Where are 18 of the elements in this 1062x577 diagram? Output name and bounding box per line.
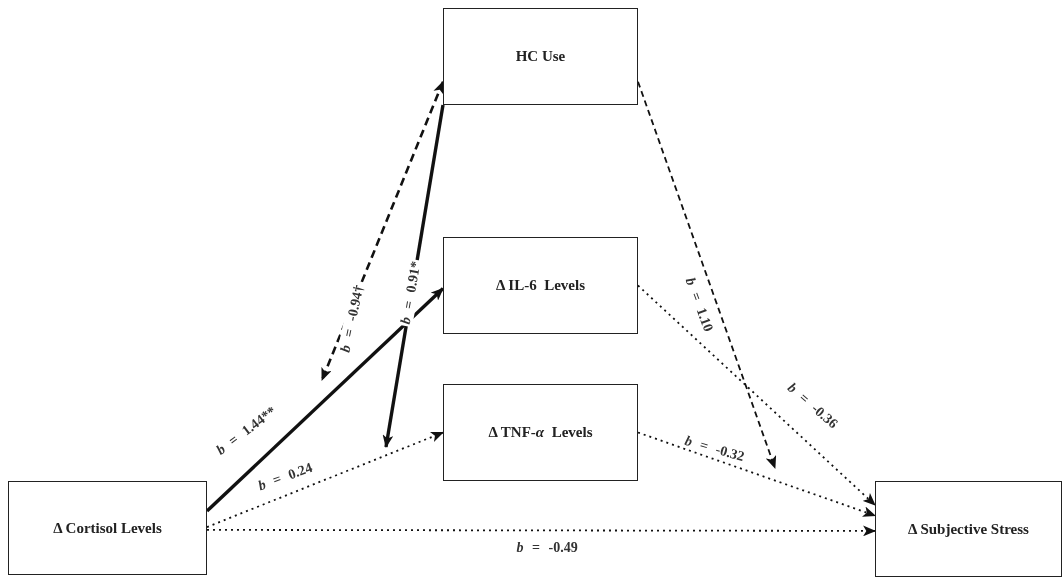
variable-box: [875, 481, 1062, 577]
arrow: [205, 287, 445, 513]
variable-name: Δ TNF-α Levels: [488, 424, 593, 441]
variable-name: Δ Cortisol Levels: [53, 519, 162, 537]
arrow: [637, 431, 876, 517]
variable-name: Δ Subjective Stress: [908, 520, 1029, 538]
arrow: [320, 80, 445, 381]
edge-label: b = -0.49: [514, 539, 580, 555]
variable-box: [443, 8, 638, 105]
variable-box: [8, 481, 207, 575]
variable-name: Δ IL-6 Levels: [496, 277, 585, 294]
variable-box: [443, 237, 638, 334]
arrow: [637, 284, 876, 506]
arrow: [206, 431, 444, 528]
variable-box: [443, 384, 638, 481]
variable-name: HC Use: [515, 48, 566, 65]
arrow: [637, 80, 777, 469]
arrow: [206, 525, 877, 537]
